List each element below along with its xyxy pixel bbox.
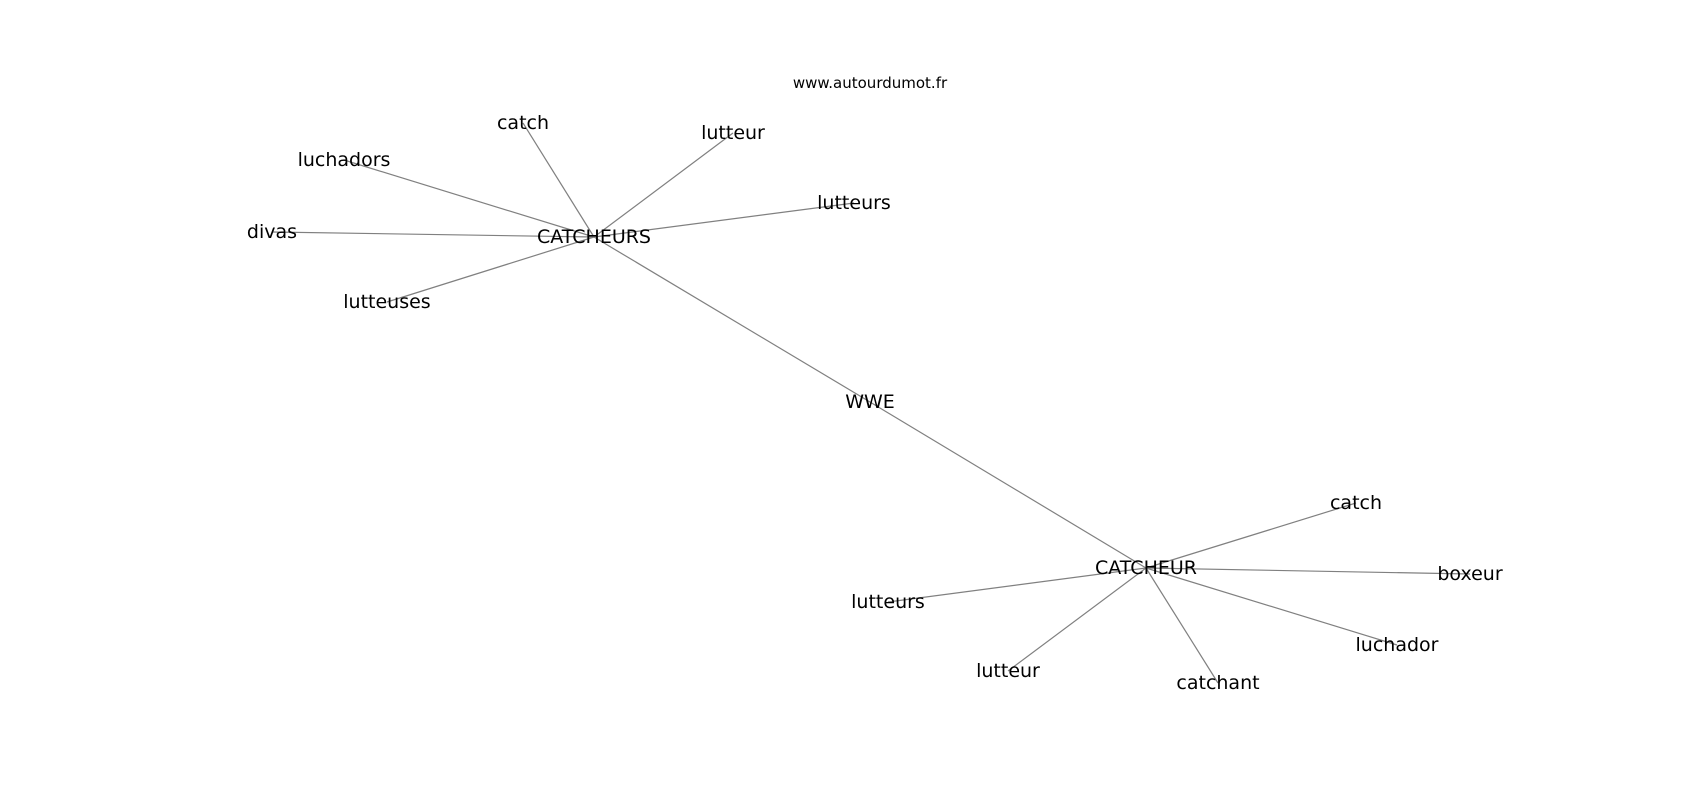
edge-catcheurs-lutteur-1 [593, 132, 734, 238]
graph-edges [271, 122, 1471, 684]
node-luchador: luchador [1356, 634, 1439, 656]
node-luchadors: luchadors [298, 149, 391, 171]
edge-catcheur-catch-2 [1145, 502, 1357, 569]
node-divas: divas [247, 221, 297, 243]
node-catch-1: catch [497, 112, 549, 134]
edge-catcheurs-catch-1 [522, 122, 595, 238]
edge-wwe-catcheur [869, 401, 1147, 569]
edge-catcheurs-divas [271, 231, 595, 238]
edge-catcheur-lutteur-2 [1007, 567, 1147, 672]
node-lutteur-1: lutteur [701, 122, 765, 144]
node-lutteur-2: lutteur [976, 660, 1040, 682]
node-catcheur: CATCHEUR [1095, 557, 1197, 579]
site-watermark: www.autourdumot.fr [793, 74, 948, 92]
node-boxeur: boxeur [1437, 563, 1502, 585]
edge-catcheur-boxeur [1145, 567, 1471, 575]
edge-catcheur-luchador [1145, 567, 1398, 646]
edge-catcheur-lutteurs-2 [887, 567, 1147, 603]
node-catchant: catchant [1176, 672, 1259, 694]
graph-nodes: WWE CATCHEURS CATCHEUR catch lutteur luchador… [247, 112, 1503, 694]
edge-catcheurs-lutteuses [386, 236, 595, 303]
node-wwe: WWE [845, 391, 895, 413]
node-catcheurs: CATCHEURS [537, 226, 651, 248]
node-lutteurs-1: lutteurs [817, 192, 891, 214]
edge-catcheurs-lutteurs-1 [593, 202, 855, 238]
node-lutteuses: lutteuses [343, 291, 430, 313]
edge-catcheur-catchant [1145, 567, 1219, 684]
edge-catcheurs-luchadors [343, 159, 595, 238]
node-lutteurs-2: lutteurs [851, 591, 925, 613]
node-catch-2: catch [1330, 492, 1382, 514]
edge-wwe-catcheurs [593, 236, 871, 403]
